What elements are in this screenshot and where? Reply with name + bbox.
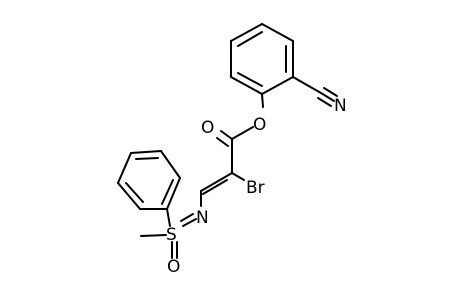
ester-group: O O	[201, 93, 266, 174]
triple-bond	[320, 92, 335, 102]
sulfoxide-oxygen-label: O	[167, 257, 180, 277]
bond	[261, 23, 294, 42]
alkene-double-bond	[202, 179, 228, 195]
ester-oxygen-label: O	[253, 115, 266, 135]
cyanophenyl-ring	[230, 23, 294, 95]
bond	[261, 76, 294, 95]
bond	[117, 152, 132, 184]
bromine-label: Br	[246, 178, 265, 198]
bond	[292, 76, 322, 94]
sulfoximine-group: S O	[140, 208, 197, 277]
triple-bond	[323, 87, 338, 97]
bond	[166, 177, 181, 210]
bond	[130, 150, 162, 154]
ring-double-bond	[135, 157, 159, 160]
phenyl-ring	[117, 150, 181, 210]
methyl-bond	[140, 234, 167, 237]
ring-double-bond	[125, 182, 144, 203]
bond	[231, 126, 254, 140]
sulfur-label: S	[166, 225, 177, 245]
carbonyl-double-bond	[216, 137, 229, 147]
nitrile-group: N	[292, 76, 347, 116]
ring-double-bond	[237, 72, 263, 87]
bond	[160, 150, 181, 179]
alkene-double-bond	[200, 172, 233, 192]
bromo-alkene: Br N	[196, 172, 265, 228]
imine-nitrogen-label: N	[196, 208, 209, 228]
triple-bond	[317, 97, 332, 107]
bond	[261, 93, 264, 108]
bond	[166, 208, 171, 227]
ring-double-bond	[161, 179, 174, 205]
bond	[231, 172, 245, 181]
carbonyl-oxygen-label: O	[201, 118, 214, 138]
carbonyl-double-bond	[220, 130, 233, 140]
bond	[117, 182, 141, 210]
bond	[230, 76, 263, 95]
imine-double-bond	[182, 218, 197, 227]
nitrile-nitrogen-label: N	[334, 96, 347, 116]
bond	[230, 23, 263, 42]
ring-double-bond	[237, 31, 263, 47]
imine-double-bond	[180, 213, 194, 222]
